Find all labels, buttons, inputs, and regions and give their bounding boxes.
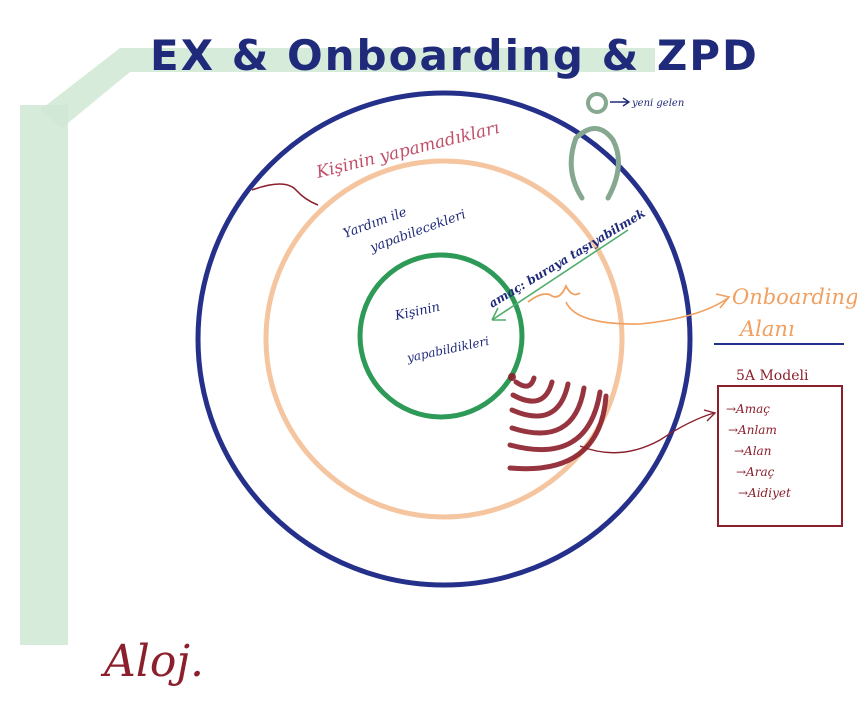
outer-label-pointer: [251, 183, 319, 206]
model-item: →Amaç: [726, 402, 770, 416]
onboarding-pointer: [565, 293, 731, 325]
outer-ring: [195, 90, 693, 588]
signature: Aloj.: [100, 636, 204, 687]
model-item: →Alan: [734, 444, 771, 458]
onboarding-zone-arcs: [507, 373, 609, 472]
goal-arrow-label: amaç: buraya taşıyabilmek: [486, 206, 647, 311]
model-item-list: →Amaç →Anlam →Alan →Araç →Aidiyet: [726, 402, 791, 500]
highlight-stroke-top: [40, 48, 655, 128]
onboarding-label-line1: Onboarding: [732, 285, 857, 309]
onboarding-brace: [527, 283, 581, 303]
inner-label-line1: Kişinin: [393, 300, 442, 324]
inner-label-line2: yapabildikleri: [405, 334, 491, 365]
middle-ring: [263, 158, 625, 520]
model-box: [717, 385, 843, 527]
person-body-icon: [568, 126, 621, 201]
new-arrival-label: yeni gelen: [631, 98, 684, 109]
model-item: →Araç: [736, 465, 775, 479]
model-pointer: [579, 409, 717, 454]
model-item: →Aidiyet: [738, 486, 791, 500]
goal-arrow: [491, 229, 629, 321]
outer-label: Kişinin yapamadıkları: [313, 118, 501, 183]
model-item: →Anlam: [728, 423, 777, 437]
highlight-stroke-left: [20, 105, 68, 645]
diagram-title: EX & Onboarding & ZPD: [150, 31, 759, 80]
new-arrival-arrow: [610, 97, 631, 107]
model-title: 5A Modeli: [736, 368, 809, 384]
person-head-icon: [586, 92, 608, 114]
inner-ring: [357, 252, 525, 420]
onboarding-label-line2: Alanı: [738, 317, 795, 341]
